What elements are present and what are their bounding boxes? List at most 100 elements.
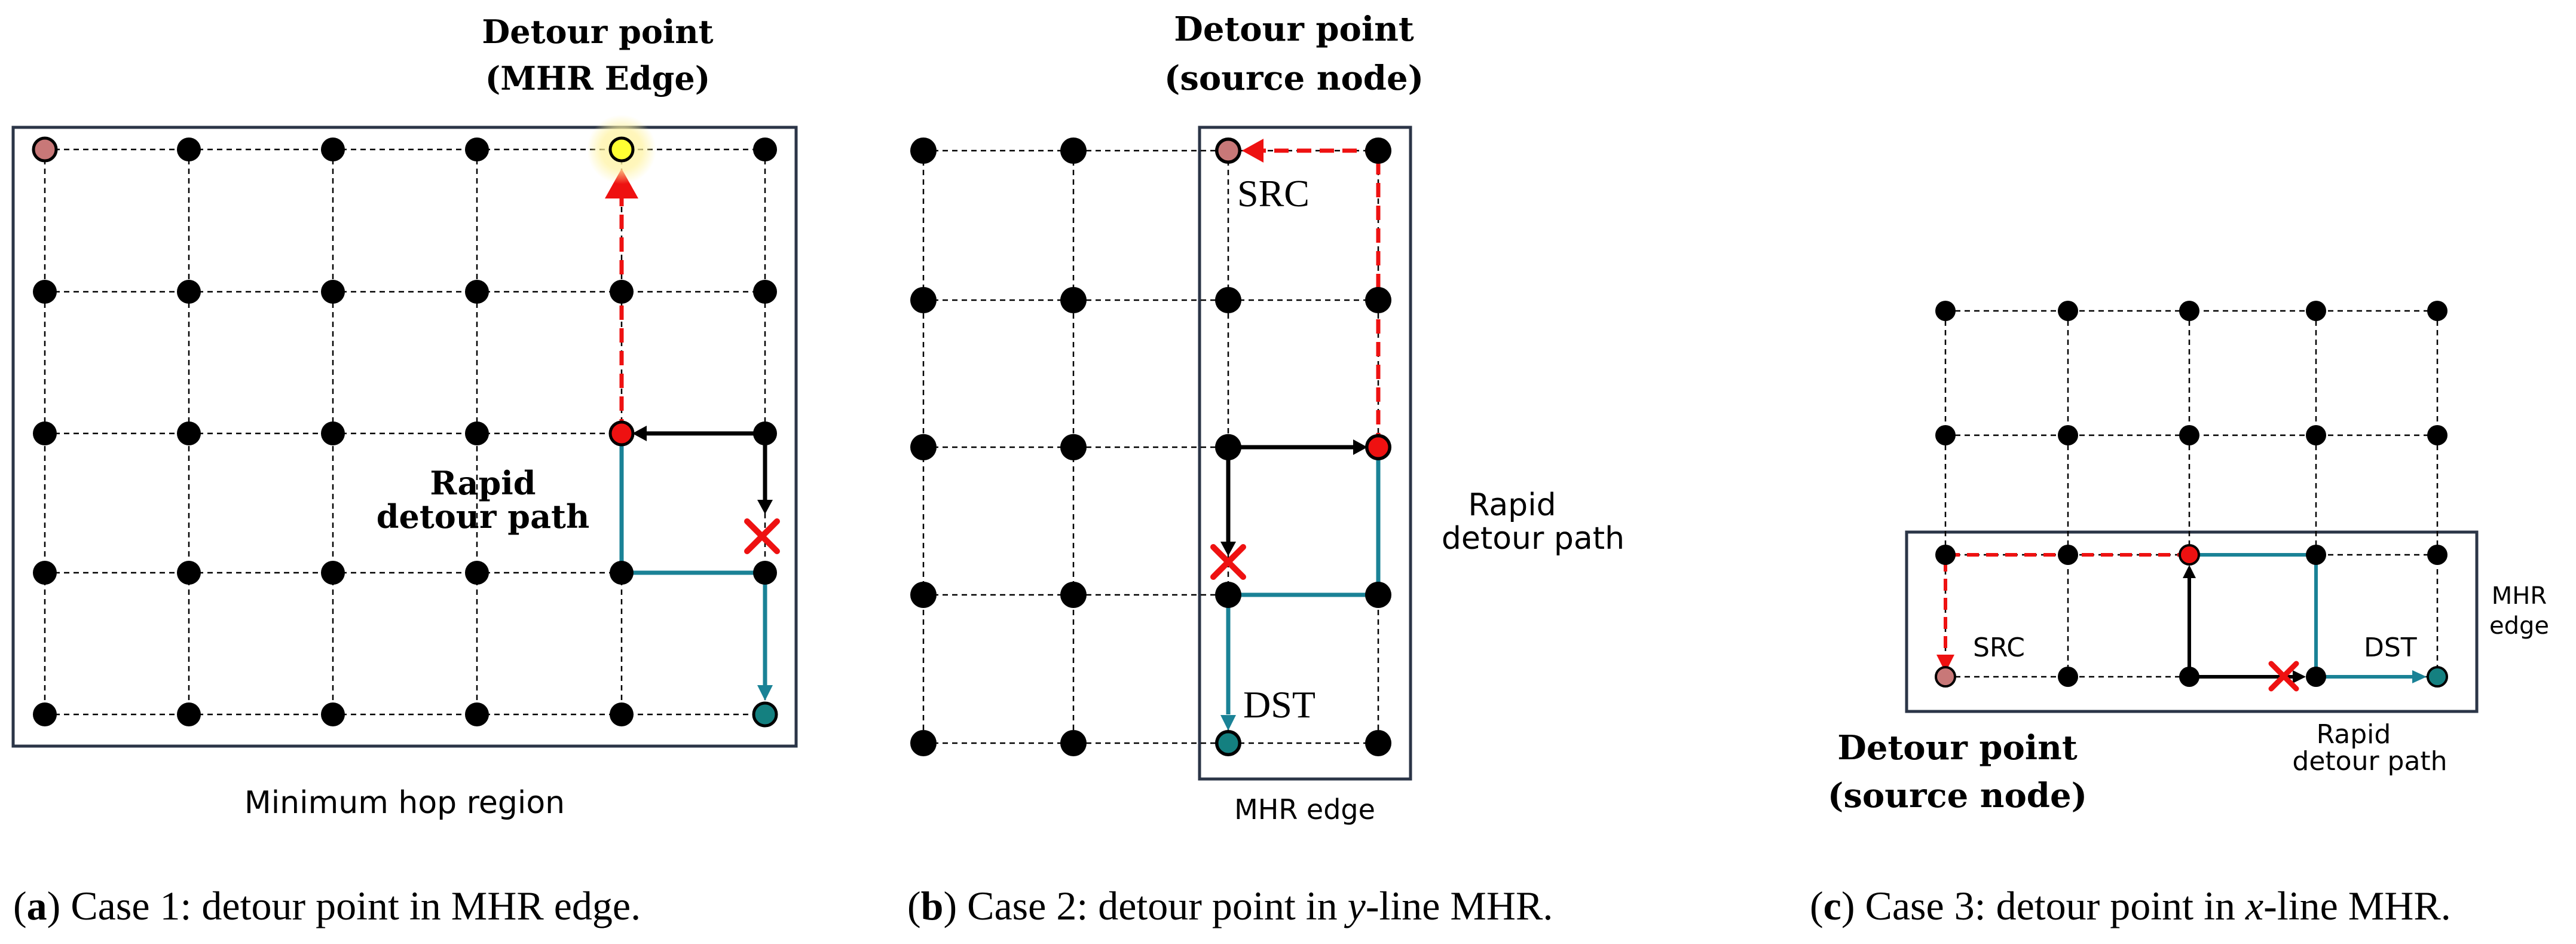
panel-b-grid-node xyxy=(1060,582,1087,608)
panel-b-junction-node xyxy=(1365,434,1391,460)
panel-c-grid-node xyxy=(2058,301,2078,321)
panel-b-caption: (b) Case 2: detour point in y-line MHR. xyxy=(907,883,1553,928)
panel-c-caption-var: x xyxy=(2245,883,2263,928)
panel-a-grid-node xyxy=(465,280,489,304)
panel-a-region-label: Minimum hop region xyxy=(244,785,565,821)
panel-a-grid-node xyxy=(610,561,634,585)
panel-c-rapid-line1: Rapid xyxy=(2317,719,2391,750)
panel-b-source-node xyxy=(1215,138,1241,164)
panel-b-grid-node xyxy=(1365,730,1391,756)
panel-c-grid-node xyxy=(2179,667,2199,687)
panel-a-grid-node xyxy=(465,421,489,445)
panel-c-black-arrowhead-right xyxy=(2293,670,2306,683)
panel-c-grid-node xyxy=(2179,301,2199,321)
panel-a-grid-node xyxy=(33,702,57,726)
panel-c-grid-node xyxy=(2306,301,2326,321)
panel-a-grid-node xyxy=(753,421,777,445)
panel-c-caption-post: -line MHR. xyxy=(2263,883,2451,928)
panel-b-grid-node xyxy=(1365,138,1391,164)
panel-a-grid-node xyxy=(321,561,345,585)
panel-a-grid-node xyxy=(465,138,489,161)
panel-b-grid-node xyxy=(1060,434,1087,460)
panel-c-edge-line1: MHR xyxy=(2492,582,2547,610)
panel-a-junction-node xyxy=(608,420,635,447)
panel-a-grid-node xyxy=(33,421,57,445)
panel-a-grid-node xyxy=(753,561,777,585)
panel-c-source-node xyxy=(1935,666,1956,688)
panel-a-title-line1: Detour point xyxy=(482,13,713,51)
panel-c-grid-node xyxy=(2179,425,2199,445)
panel-a-grid-node xyxy=(321,421,345,445)
panel-b-failure-cross xyxy=(1210,544,1246,580)
panel-a-grid-node xyxy=(465,561,489,585)
panel-b-src-label: SRC xyxy=(1237,172,1310,215)
panel-b-teal-arrowhead xyxy=(1220,715,1236,731)
panel-a-destination-node xyxy=(752,701,778,728)
panel-a-grid-node xyxy=(465,702,489,726)
panel-a-grid-node xyxy=(33,561,57,585)
panel-c-caption-pre: Case 3: detour point in xyxy=(1855,883,2245,928)
panel-a-grid-node xyxy=(610,280,634,304)
panel-c-grid-node xyxy=(2058,667,2078,687)
panel-c-caption-letter: c xyxy=(1824,883,1841,928)
panel-b-destination-node xyxy=(1215,730,1241,756)
panel-b-grid-node xyxy=(1215,287,1241,313)
panel-c-grid-node xyxy=(1935,545,1956,565)
panel-b-grid-node xyxy=(1365,582,1391,608)
panel-c-detour-arrow xyxy=(1944,553,2189,661)
panel-b-teal-path xyxy=(1226,447,1381,714)
panel-b-title-line1: Detour point xyxy=(1174,10,1414,49)
panel-b-grid-node xyxy=(910,730,937,756)
panel-c-title-line1: Detour point xyxy=(1837,728,2078,768)
panel-b-dst-label: DST xyxy=(1243,683,1315,726)
panel-c-src-label: SRC xyxy=(1973,633,2025,663)
panel-c-nodes xyxy=(1935,301,2447,687)
panel-b-black-arrowhead-down xyxy=(1220,542,1236,556)
panel-a-teal-arrowhead xyxy=(757,685,773,701)
panel-a-failure-cross xyxy=(744,518,780,554)
panel-c-grid-node xyxy=(1935,301,1956,321)
panel-a-title-line2: (MHR Edge) xyxy=(485,59,711,97)
panel-b-grid xyxy=(922,149,1379,744)
panel-b-grid-node xyxy=(1060,138,1087,164)
panel-b-title-line2: (source node) xyxy=(1164,59,1424,98)
panel-b: Detour point (source node) SRC DST Rapid… xyxy=(907,10,1624,928)
panel-a-grid-node xyxy=(177,280,201,304)
panel-c-teal-path xyxy=(2189,553,2415,679)
panel-a-rapid-line1: Rapid xyxy=(430,464,536,502)
panel-b-mhr-region xyxy=(1198,126,1412,781)
panel-a-grid-node xyxy=(33,280,57,304)
panel-c-grid-node xyxy=(1935,425,1956,445)
panel-a-grid-node xyxy=(177,561,201,585)
panel-b-caption-pre: Case 2: detour point in xyxy=(957,883,1347,928)
panel-c-grid-node xyxy=(2058,545,2078,565)
panel-a: Detour point (MHR Edge) Rapid xyxy=(11,13,798,928)
panel-b-edge-label: MHR edge xyxy=(1234,793,1375,826)
panel-a-rapid-line2: detour path xyxy=(377,497,590,536)
panel-b-caption-letter: b xyxy=(921,883,944,928)
panel-a-black-arrowhead-left xyxy=(632,426,647,441)
panel-a-caption-text: Case 1: detour point in MHR edge. xyxy=(60,883,641,928)
panel-b-grid-node xyxy=(910,582,937,608)
panel-b-grid-node xyxy=(1060,730,1087,756)
panel-b-grid-node xyxy=(1215,582,1241,608)
panel-a-grid-node xyxy=(321,138,345,161)
panel-c-grid-node xyxy=(2306,425,2326,445)
panel-a-detour-node xyxy=(608,136,635,163)
panel-c-grid-node xyxy=(2306,545,2326,565)
panel-c-detour-arrowhead xyxy=(1936,655,1954,673)
panel-c-grid-node xyxy=(2306,667,2326,687)
panel-c-grid xyxy=(1944,310,2439,678)
panel-b-rapid-line2: detour path xyxy=(1442,521,1624,557)
panel-c-dst-label: DST xyxy=(2364,633,2417,663)
panel-c-paths xyxy=(1936,553,2427,683)
panel-b-rapid-line1: Rapid xyxy=(1468,487,1556,523)
panel-c-teal-arrowhead xyxy=(2412,670,2427,683)
panel-b-caption-var: y xyxy=(1344,883,1366,928)
panel-a-grid-node xyxy=(177,138,201,161)
panel-b-grid-node xyxy=(1060,287,1087,313)
panel-b-grid-node xyxy=(910,138,937,164)
panel-b-caption-post: -line MHR. xyxy=(1366,883,1553,928)
panel-c-failure-cross xyxy=(2268,661,2299,692)
